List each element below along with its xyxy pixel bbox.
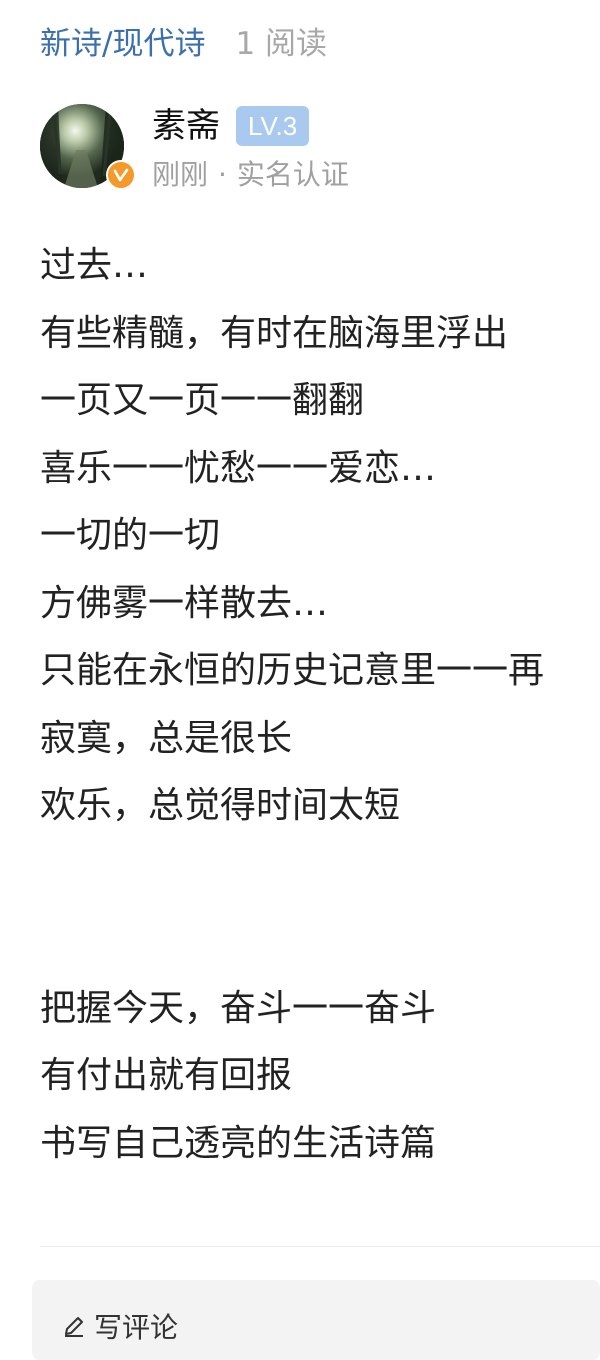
poem-line: 书写自己透亮的生活诗篇 [40,1122,437,1164]
post-meta: 刚刚 · 实名认证 [152,156,349,194]
avatar-photo-icon [40,104,124,188]
poem-line: 有些精髓，有时在脑海里浮出 [40,312,509,354]
post-time: 刚刚 [152,158,209,191]
poem-body: 过去… 有些精髓，有时在脑海里浮出 一页又一页一一翻翻 喜乐一一忧愁一一爱恋… … [40,232,600,1177]
write-comment-button[interactable]: 写评论 [62,1306,178,1346]
poem-line: 只能在永恒的历史记意里一一再 [40,650,545,691]
poem-line: 把握今天，奋斗一一奋斗 [40,987,437,1029]
write-comment-label: 写评论 [94,1311,179,1344]
poem-line: 寂寞，总是很长 [40,717,293,759]
read-count: 1 阅读 [235,25,328,62]
category-link[interactable]: 新诗/现代诗 [40,25,206,62]
poem-line: 一切的一切 [40,515,221,556]
verified-badge [106,160,136,190]
comment-bar[interactable]: 写评论 [32,1280,600,1360]
poem-line: 喜乐一一忧愁一一爱恋… [40,447,437,489]
author-name[interactable]: 素斋 [152,106,220,146]
level-badge: LV.3 [236,106,310,146]
verification-label: 实名认证 [236,158,349,191]
poem-line: 有付出就有回报 [40,1055,293,1096]
poem-line: 过去… [40,245,149,286]
meta-separator: · [218,158,227,191]
poem-blank-line [40,840,600,908]
author-row: 素斋 LV.3 刚刚 · 实名认证 [40,104,580,194]
poem-line: 欢乐，总觉得时间太短 [40,785,401,826]
pencil-icon [65,1317,83,1337]
post-header: 新诗/现代诗 1 阅读 [40,18,327,62]
verified-v-icon [113,168,129,182]
content-divider [40,1246,600,1247]
avatar[interactable] [40,104,124,188]
poem-line: 方佛雾一样散去… [40,582,329,624]
poem-line: 一页又一页一一翻翻 [40,380,365,421]
poem-blank-line [40,907,600,975]
